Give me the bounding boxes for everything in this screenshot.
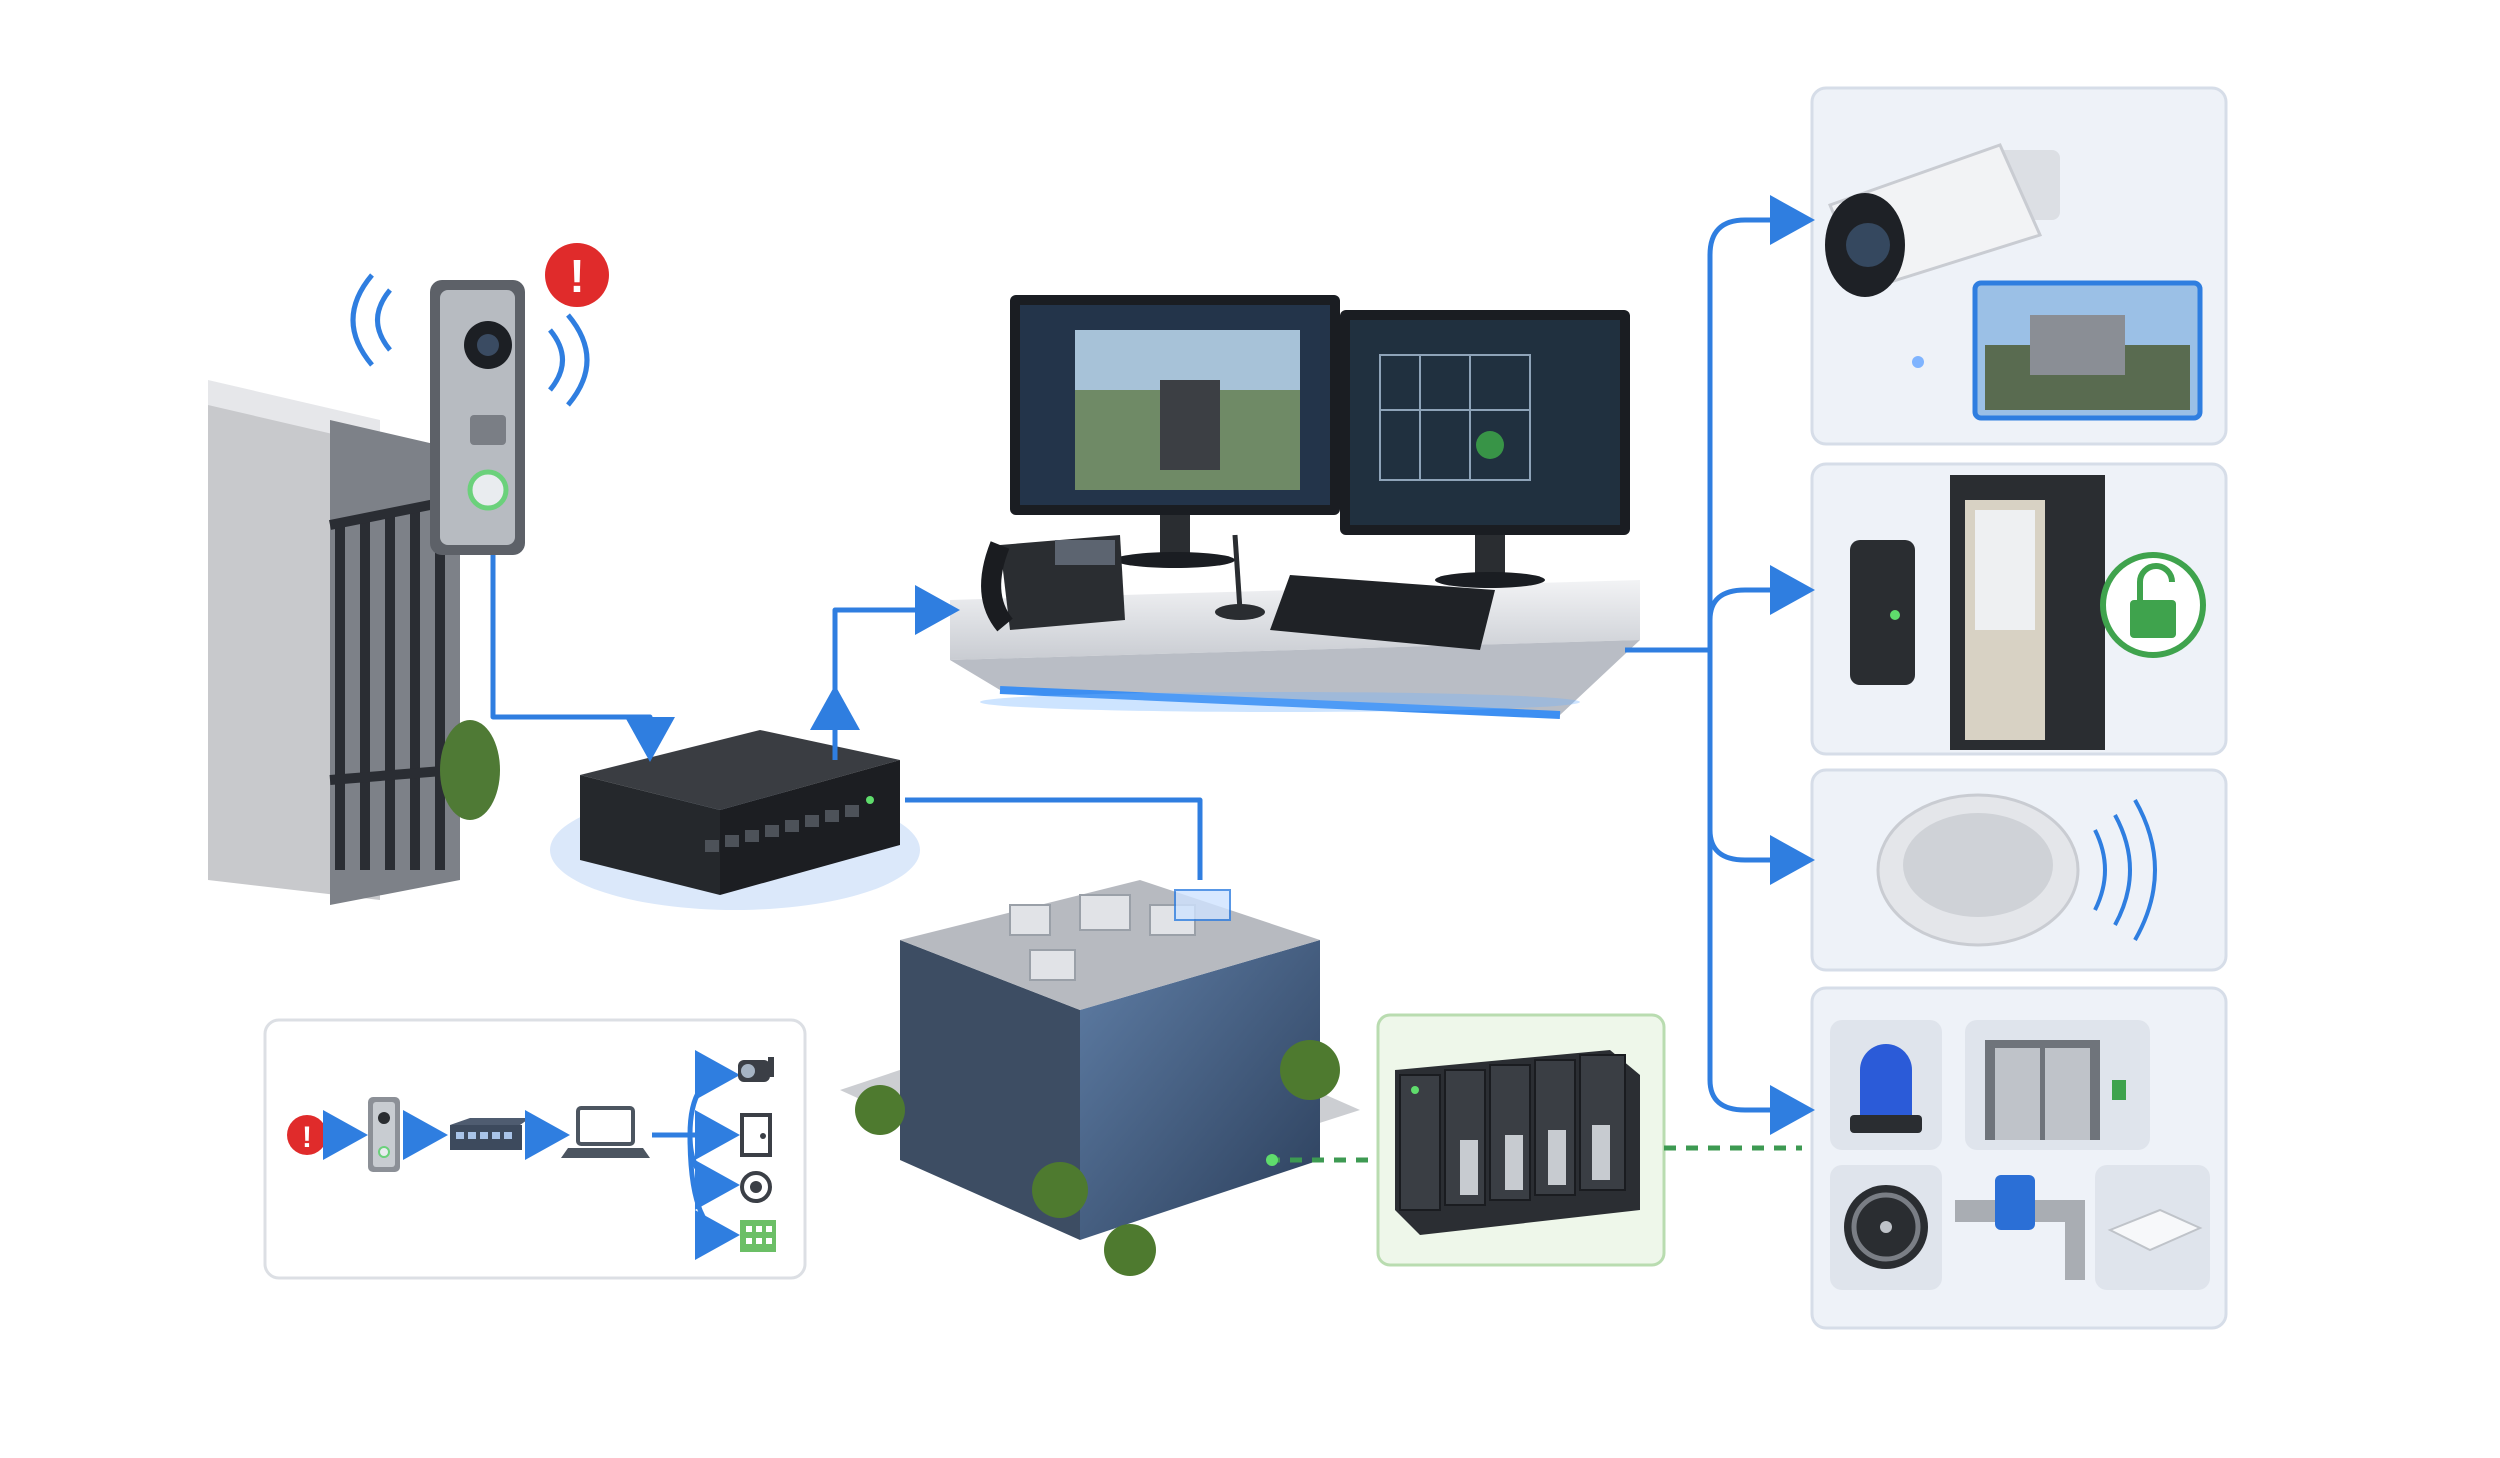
- building-icon: [740, 1220, 776, 1252]
- doorbell-icon: [368, 1097, 400, 1172]
- doorbell-icon: [350, 273, 590, 555]
- beacon-icon: [1830, 1020, 1942, 1150]
- laptop-icon: [561, 1106, 650, 1158]
- elevator-icon: [1965, 1020, 2150, 1150]
- desk-phone: [981, 535, 1125, 632]
- monitor-left: [1010, 295, 1340, 568]
- office-building: [840, 880, 1360, 1276]
- alert-badge: !: [545, 243, 609, 307]
- output-camera-panel: [1810, 86, 2228, 446]
- keyboard: [1270, 575, 1495, 650]
- output-building-systems-panel: [1810, 986, 2228, 1330]
- svg-text:!: !: [302, 1121, 312, 1154]
- ceiling-light-icon: [2095, 1165, 2210, 1290]
- speaker-icon: [1876, 793, 2157, 947]
- output-access-panel: [1810, 462, 2228, 756]
- speaker-icon: [740, 1171, 772, 1203]
- alert-icon: !: [287, 1115, 327, 1155]
- network-switch: [550, 730, 920, 910]
- alert-glyph: !: [569, 250, 584, 302]
- valve-icon: [1955, 1175, 2085, 1280]
- microphone: [1215, 534, 1265, 620]
- controller-panel: [1376, 1013, 1666, 1267]
- camera-icon: [1825, 143, 2060, 297]
- camera-icon: [738, 1057, 774, 1082]
- unlock-icon: [2100, 552, 2206, 658]
- fan-icon: [1830, 1165, 1942, 1290]
- door-icon: [1950, 475, 2105, 750]
- security-console: [950, 295, 1640, 719]
- monitor-right: [1340, 310, 1630, 588]
- switch-icon: [450, 1118, 530, 1150]
- output-speaker-panel: [1810, 768, 2228, 972]
- gate-wall: [208, 380, 500, 905]
- card-reader-icon: [1850, 540, 1915, 685]
- connections: [490, 195, 1815, 1166]
- door-icon: [740, 1113, 772, 1157]
- legend-flow-box: !: [263, 1018, 807, 1280]
